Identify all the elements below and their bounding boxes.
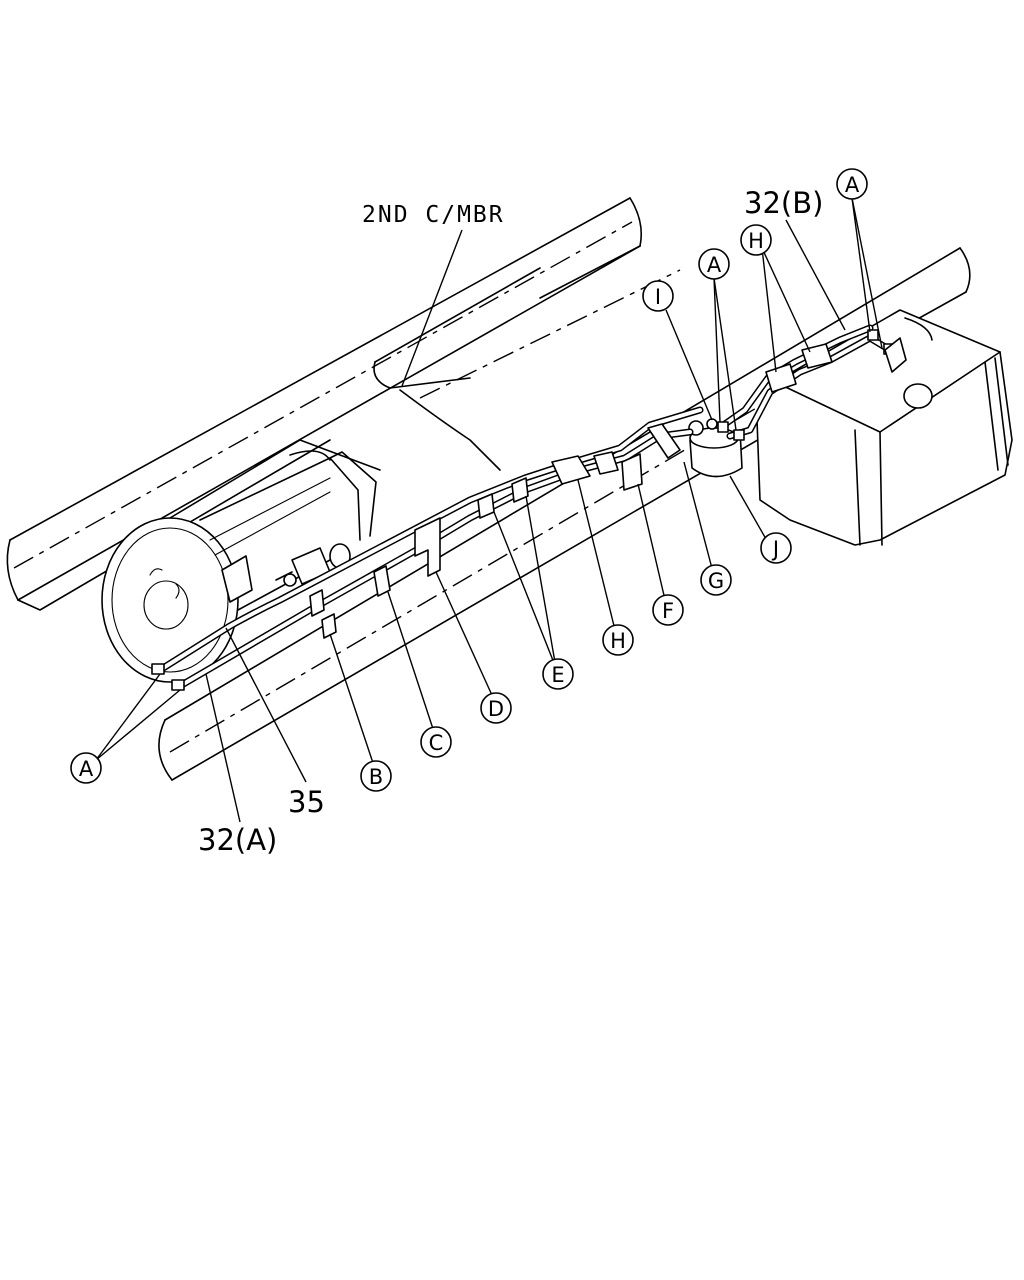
svg-text:E: E bbox=[551, 663, 564, 687]
callout-f: F bbox=[652, 594, 684, 626]
callout-e: E bbox=[542, 658, 574, 690]
svg-text:B: B bbox=[369, 765, 383, 789]
svg-text:F: F bbox=[662, 599, 674, 623]
svg-text:C: C bbox=[429, 731, 444, 755]
svg-text:H: H bbox=[610, 629, 626, 653]
svg-text:A: A bbox=[707, 253, 722, 277]
brackets bbox=[309, 423, 681, 639]
svg-text:G: G bbox=[708, 569, 724, 593]
svg-text:A: A bbox=[845, 173, 860, 197]
callout-j: J bbox=[760, 532, 792, 564]
fuel-tank bbox=[756, 309, 1013, 546]
callout-a-right: A bbox=[836, 168, 868, 200]
svg-text:I: I bbox=[655, 285, 661, 309]
callout-d: D bbox=[480, 692, 512, 724]
svg-text:H: H bbox=[748, 229, 764, 253]
callout-h-lower: H bbox=[602, 624, 634, 656]
frame-rail-upper bbox=[6, 197, 643, 611]
callout-c: C bbox=[420, 726, 452, 758]
callout-a-mid: A bbox=[698, 248, 730, 280]
crossmember bbox=[373, 245, 681, 471]
fuel-filter bbox=[688, 418, 743, 478]
part-35-label: 35 bbox=[288, 785, 325, 819]
svg-text:D: D bbox=[488, 697, 504, 721]
svg-text:A: A bbox=[79, 757, 94, 781]
pipe-32b-label: 32(B) bbox=[744, 186, 823, 220]
clips bbox=[151, 329, 907, 691]
leader-lines bbox=[95, 197, 883, 823]
hose-lower bbox=[551, 451, 619, 485]
callout-g: G bbox=[700, 564, 732, 596]
svg-text:J: J bbox=[771, 537, 779, 561]
crossmember-label: 2ND C/MBR bbox=[362, 202, 505, 228]
fuel-pipe-35 bbox=[156, 406, 704, 674]
callout-b: B bbox=[360, 760, 392, 792]
pipe-32a-label: 32(A) bbox=[198, 823, 277, 857]
callout-i: I bbox=[642, 280, 674, 312]
callout-a-left: A bbox=[70, 752, 102, 784]
callout-h-upper: H bbox=[740, 224, 772, 256]
